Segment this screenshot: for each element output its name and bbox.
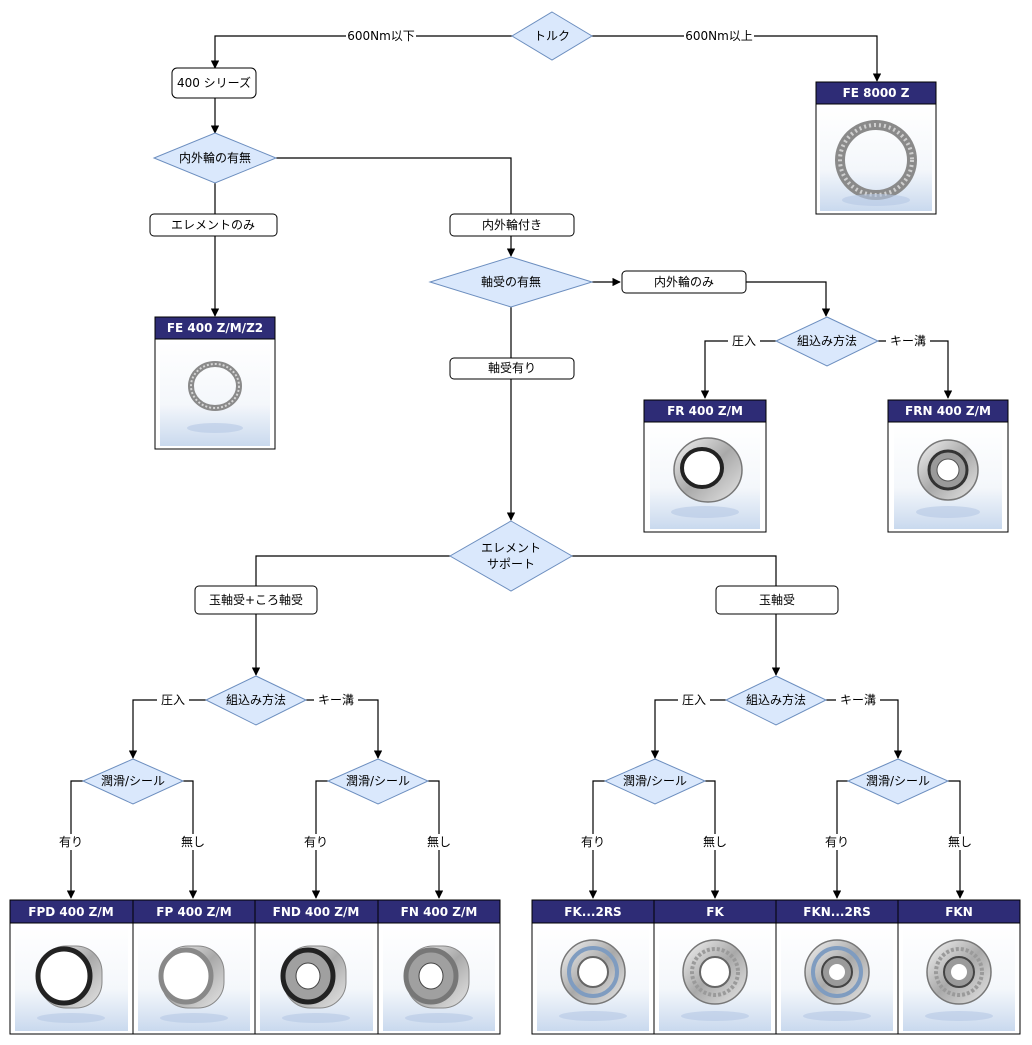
- bearing-photo-icon: [403, 945, 473, 1023]
- edge-label-yes-4: 有り: [825, 835, 849, 849]
- edge-label-key-top: キー溝: [890, 334, 926, 348]
- product-fn400-title: FN 400 Z/M: [401, 905, 478, 919]
- product-card-fp400: FP 400 Z/M: [132, 899, 256, 1035]
- decision-install-right-label: 組込み方法: [746, 692, 806, 707]
- edge-label-yes-2: 有り: [304, 835, 328, 849]
- product-card-fkn: FKN: [897, 899, 1021, 1035]
- decision-bearing-label: 軸受の有無: [481, 274, 541, 289]
- product-card-fe400: FE 400 Z/M/Z2: [154, 316, 276, 450]
- product-card-fk: FK: [653, 899, 777, 1035]
- bearing-photo-icon: [681, 939, 749, 1021]
- decision-inner-outer-label: 内外輪の有無: [179, 150, 251, 165]
- decision-lube-2: 潤滑/シール: [326, 758, 430, 805]
- edge-label-press-top: 圧入: [732, 334, 756, 348]
- product-fe8000-title: FE 8000 Z: [843, 86, 910, 100]
- decision-lube-4: 潤滑/シール: [846, 758, 950, 805]
- edge-label-torque-low: 600Nm以下: [347, 29, 415, 43]
- edge-label-no-3: 無し: [703, 834, 727, 849]
- box-with-rings-label: 内外輪付き: [482, 217, 542, 232]
- box-ball-only-label: 玉軸受: [759, 593, 795, 607]
- edge-label-press-right: 圧入: [682, 693, 706, 707]
- decision-lube-1-label: 潤滑/シール: [101, 774, 165, 788]
- decision-lube-3: 潤滑/シール: [603, 758, 707, 805]
- edge-label-press-left: 圧入: [161, 693, 185, 707]
- product-frn400-title: FRN 400 Z/M: [905, 404, 991, 418]
- edge-label-key-right: キー溝: [840, 693, 876, 707]
- edge-label-yes-3: 有り: [581, 835, 605, 849]
- decision-lube-4-label: 潤滑/シール: [866, 774, 930, 788]
- product-fkn-title: FKN: [945, 905, 973, 919]
- decision-install-left: 組込み方法: [204, 675, 308, 726]
- product-card-fk2rs: FK...2RS: [531, 899, 655, 1035]
- bearing-photo-icon: [35, 945, 105, 1023]
- box-with-bearing: 軸受有り: [449, 357, 575, 380]
- bearing-photo-icon: [559, 939, 627, 1021]
- edge-label-torque-high: 600Nm以上: [685, 29, 753, 43]
- bearing-photo-icon: [925, 939, 993, 1021]
- decision-install-top: 組込み方法: [774, 316, 880, 367]
- box-rings-only: 内外輪のみ: [621, 270, 747, 294]
- product-card-frn400: FRN 400 Z/M: [887, 399, 1009, 533]
- box-ball-roller-label: 玉軸受+ころ軸受: [209, 593, 303, 607]
- box-series-400-label: 400 シリーズ: [177, 75, 251, 90]
- product-fr400-title: FR 400 Z/M: [667, 404, 743, 418]
- product-card-fr400: FR 400 Z/M: [643, 399, 767, 533]
- decision-element-support: エレメント サポート: [448, 520, 574, 592]
- bearing-photo-icon: [280, 945, 350, 1023]
- decision-torque-label: トルク: [534, 29, 570, 43]
- decision-torque: トルク: [511, 11, 593, 61]
- edge-label-no-2: 無し: [427, 834, 451, 849]
- bearing-photo-icon: [671, 437, 743, 518]
- box-element-only-label: エレメントのみ: [171, 218, 255, 232]
- edge-label-no-1: 無し: [181, 834, 205, 849]
- decision-install-top-label: 組込み方法: [797, 333, 857, 348]
- box-with-bearing-label: 軸受有り: [488, 361, 536, 375]
- decision-element-support-line2: サポート: [487, 557, 535, 571]
- edges: [66, 35, 965, 899]
- box-with-rings: 内外輪付き: [449, 213, 575, 237]
- product-card-fnd400: FND 400 Z/M: [254, 899, 379, 1035]
- box-series-400: 400 シリーズ: [171, 67, 257, 99]
- bearing-photo-icon: [835, 120, 917, 206]
- product-card-fpd400: FPD 400 Z/M: [9, 899, 134, 1035]
- product-fnd400-title: FND 400 Z/M: [273, 905, 360, 919]
- product-fkn2rs-title: FKN...2RS: [803, 905, 870, 919]
- product-fk-title: FK: [706, 905, 724, 919]
- box-ball-only: 玉軸受: [715, 585, 839, 615]
- bearing-photo-icon: [916, 439, 980, 518]
- bearing-photo-icon: [803, 939, 871, 1021]
- product-fp400-title: FP 400 Z/M: [156, 905, 231, 919]
- decision-inner-outer-ring: 内外輪の有無: [152, 132, 278, 184]
- decision-lube-3-label: 潤滑/シール: [623, 774, 687, 788]
- decision-install-right: 組込み方法: [724, 675, 828, 726]
- decision-lube-2-label: 潤滑/シール: [346, 774, 410, 788]
- box-element-only: エレメントのみ: [149, 213, 278, 237]
- bearing-photo-icon: [187, 361, 243, 433]
- product-fk2rs-title: FK...2RS: [564, 905, 621, 919]
- product-fe400-title: FE 400 Z/M/Z2: [167, 321, 263, 335]
- edge-labels: 600Nm以下 600Nm以上 圧入 キー溝 圧入 キー溝 圧入 キー溝 有り …: [55, 28, 976, 850]
- product-fpd400-title: FPD 400 Z/M: [28, 905, 113, 919]
- decision-element-support-line1: エレメント: [481, 541, 541, 555]
- bearing-photo-icon: [158, 945, 228, 1023]
- box-rings-only-label: 内外輪のみ: [654, 274, 714, 289]
- decision-bearing: 軸受の有無: [428, 256, 594, 308]
- edge-label-yes-1: 有り: [59, 835, 83, 849]
- product-card-fn400: FN 400 Z/M: [377, 899, 501, 1035]
- decision-install-left-label: 組込み方法: [226, 692, 286, 707]
- decision-lube-1: 潤滑/シール: [81, 758, 185, 805]
- edge-label-no-4: 無し: [948, 834, 972, 849]
- product-card-fe8000: FE 8000 Z: [815, 81, 937, 215]
- box-ball-roller: 玉軸受+ころ軸受: [194, 585, 318, 615]
- product-card-fkn2rs: FKN...2RS: [775, 899, 899, 1035]
- edge-label-key-left: キー溝: [318, 693, 354, 707]
